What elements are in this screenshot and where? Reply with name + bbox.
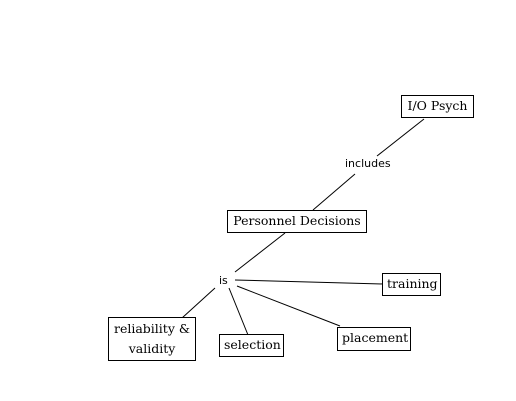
concept-reliability-validity-line-2: validity xyxy=(128,341,176,356)
concept-reliability-validity-line-1: reliability & xyxy=(113,321,190,336)
concept-training[interactable]: training xyxy=(382,273,441,296)
linking-phrase-is-label: is xyxy=(219,274,228,287)
linking-phrase-includes: includes xyxy=(343,157,393,170)
linking-phrase-is: is xyxy=(217,274,230,287)
link-is-to-training xyxy=(234,279,385,285)
concept-placement[interactable]: placement xyxy=(337,327,411,351)
concept-reliability-validity[interactable]: reliability & validity xyxy=(108,317,196,361)
concept-io-psych-label: I/O Psych xyxy=(407,98,468,113)
link-is-to-reliability-validity xyxy=(181,287,216,319)
link-includes-to-personnel-decisions xyxy=(312,173,356,211)
link-io-psych-to-includes xyxy=(376,118,425,157)
concept-training-label: training xyxy=(387,276,438,291)
concept-placement-label: placement xyxy=(342,330,409,345)
concept-personnel-decisions-label: Personnel Decisions xyxy=(233,213,361,228)
link-is-to-selection xyxy=(228,287,249,336)
link-is-to-placement xyxy=(236,285,341,327)
concept-selection[interactable]: selection xyxy=(219,334,284,357)
link-personnel-decisions-to-is xyxy=(234,232,286,273)
linking-phrase-includes-label: includes xyxy=(345,157,391,170)
concept-selection-label: selection xyxy=(224,337,281,352)
concept-io-psych[interactable]: I/O Psych xyxy=(401,95,474,118)
concept-personnel-decisions[interactable]: Personnel Decisions xyxy=(227,210,367,233)
